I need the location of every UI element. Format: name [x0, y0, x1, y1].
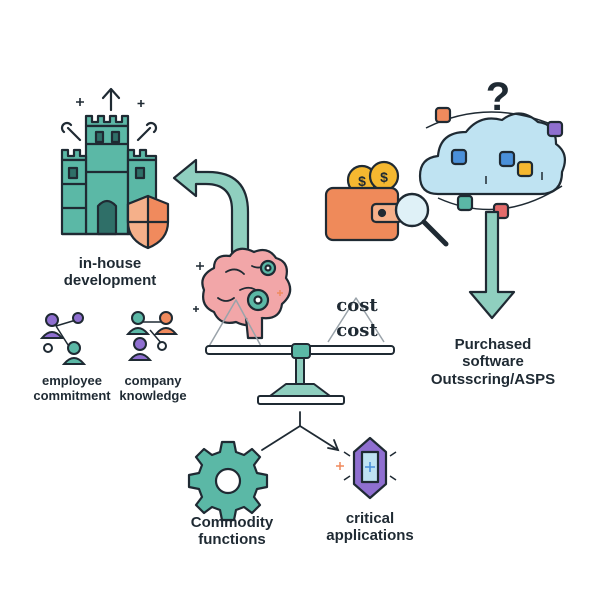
cost-top-label: cost [330, 295, 384, 317]
wallet-coins-icon: $ $ [324, 160, 404, 242]
cost-bottom-label: cost [330, 320, 384, 342]
critical-line-1: critical [345, 510, 395, 527]
question-mark: ? [480, 74, 516, 120]
curved-arrow [172, 158, 250, 254]
company-line-2: knowledge [119, 387, 187, 403]
commodity-functions-label: Commodity functions [172, 514, 292, 549]
team-network-icon-2 [125, 311, 179, 361]
gear-icon [187, 440, 269, 522]
commodity-line-2: functions [198, 531, 266, 549]
company-line-1: company [124, 373, 182, 388]
svg-text:$: $ [380, 169, 388, 185]
cloud-apps-icon [418, 106, 567, 220]
team-network-icon [39, 312, 87, 365]
cost-top-text: cost [336, 295, 378, 316]
employee-commitment-label: employee commitment [22, 373, 122, 404]
purchased-line-2: software [462, 353, 524, 371]
purchased-line-3: Outsscring/ASPS [430, 370, 556, 388]
inhouse-development-label: in-house development [40, 255, 180, 290]
svg-text:$: $ [358, 173, 366, 189]
employee-line-1: employee [42, 373, 102, 388]
question-mark-text: ? [485, 75, 511, 119]
scale-icon [205, 297, 395, 405]
employee-line-2: commitment [33, 387, 111, 403]
commodity-line-1: Commodity [190, 514, 274, 531]
purchased-line-1: Purchased [454, 336, 532, 353]
inhouse-line-2: development [63, 272, 157, 290]
down-arrow [468, 210, 516, 320]
branch-arrows [261, 411, 340, 452]
cost-bottom-text: cost [336, 320, 378, 341]
magnifier-icon [394, 192, 449, 247]
inhouse-line-1: in-house [78, 255, 142, 272]
brain-gears-icon [193, 247, 292, 340]
crystal-icon [336, 436, 397, 500]
critical-line-2: applications [326, 527, 414, 545]
critical-applications-label: critical applications [310, 510, 430, 545]
company-knowledge-label: company knowledge [108, 373, 198, 404]
purchased-software-label: Purchased software Outsscring/ASPS [418, 336, 568, 388]
shield-icon [126, 194, 170, 250]
